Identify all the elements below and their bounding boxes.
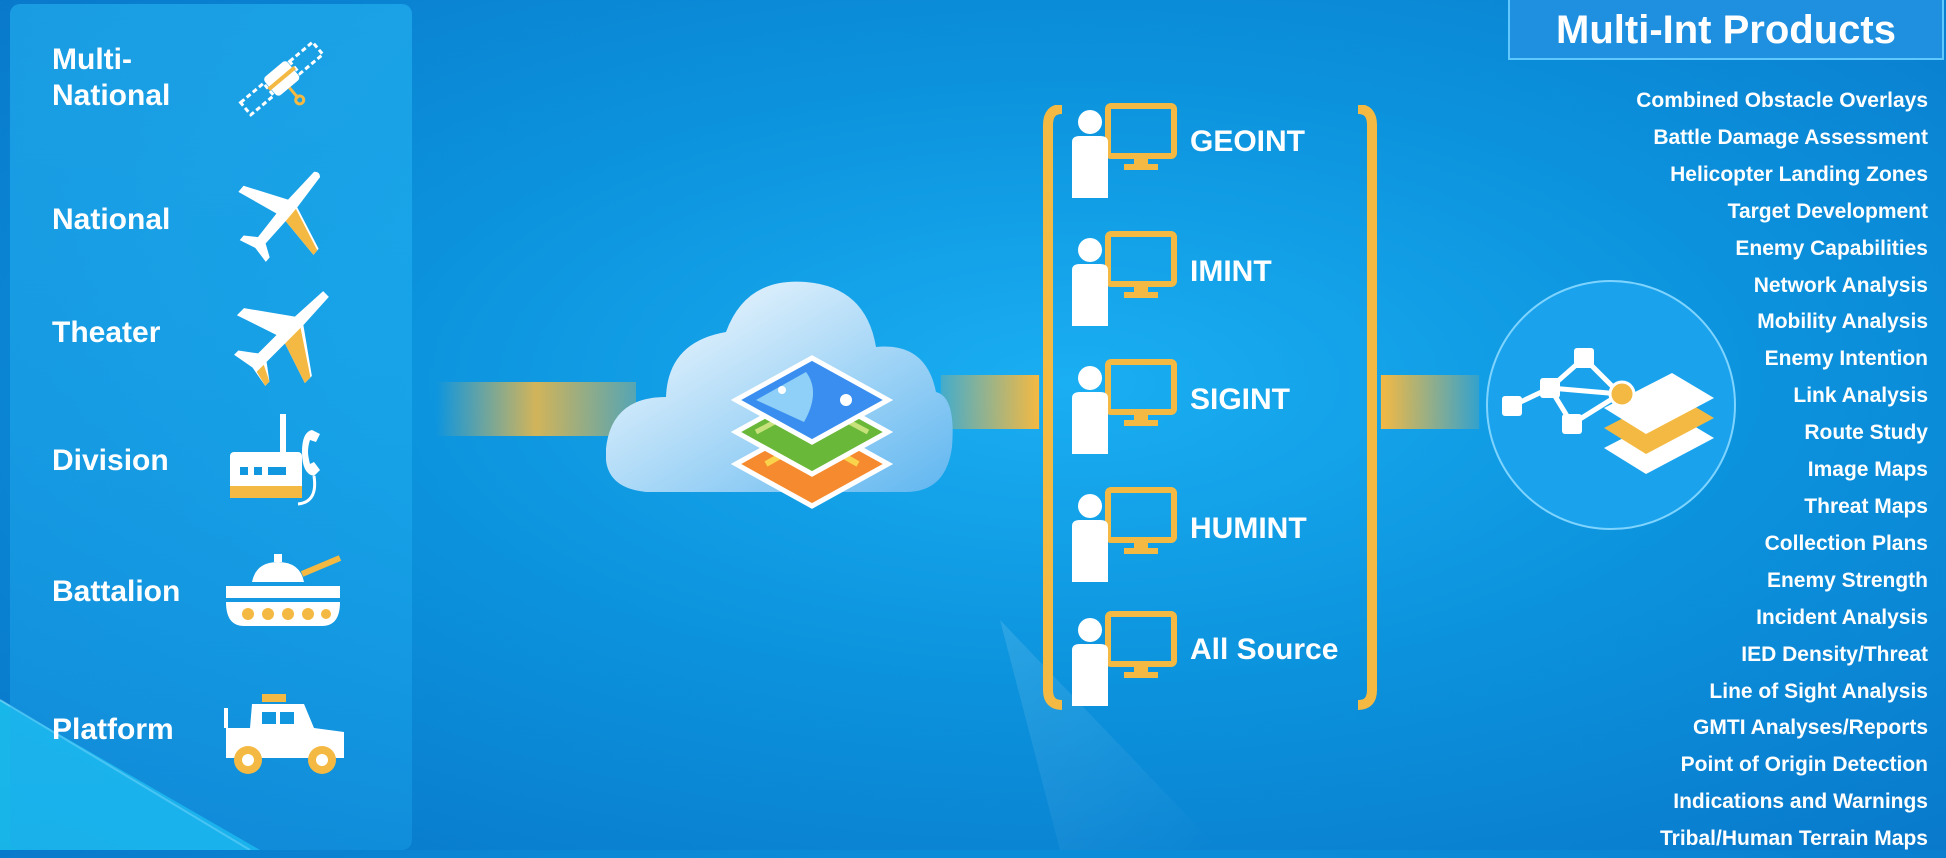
tier-label-multinational-line2: National	[52, 79, 171, 112]
aircraft-icon	[238, 171, 321, 262]
product-item: Threat Maps	[1804, 494, 1928, 518]
tier-label-theater: Theater	[52, 316, 161, 349]
humvee-icon	[224, 694, 344, 774]
tier-label-national: National	[52, 203, 171, 236]
product-item: Route Study	[1804, 421, 1928, 445]
network-layers-icon	[1486, 280, 1736, 530]
product-item: Tribal/Human Terrain Maps	[1659, 827, 1928, 851]
product-item: Mobility Analysis	[1757, 310, 1928, 334]
tier-label-battalion: Battalion	[52, 575, 181, 608]
product-item: Network Analysis	[1753, 273, 1928, 297]
satellite-icon	[238, 40, 325, 117]
product-item: Line of Sight Analysis	[1709, 679, 1928, 703]
discipline-label-all-source: All Source	[1190, 633, 1339, 666]
product-item: Enemy Capabilities	[1735, 236, 1928, 260]
discipline-label-imint: IMINT	[1190, 255, 1272, 288]
product-item: Point of Origin Detection	[1680, 753, 1928, 777]
product-item: Enemy Intention	[1764, 347, 1928, 371]
product-item: Link Analysis	[1793, 384, 1928, 408]
product-item: Incident Analysis	[1756, 605, 1928, 629]
product-item: Battle Damage Assessment	[1653, 125, 1928, 149]
discipline-label-sigint: SIGINT	[1190, 383, 1291, 416]
product-item: Collection Plans	[1764, 531, 1928, 555]
disciplines-bracket	[1043, 105, 1377, 710]
pipe-cloud-to-disciplines	[940, 375, 1040, 429]
discipline-label-humint: HUMINT	[1190, 512, 1307, 545]
cloud-map-layers-icon	[606, 281, 953, 509]
product-item: Indications and Warnings	[1673, 790, 1928, 814]
source-tiers-panel	[10, 4, 412, 850]
analyst-workstation-icon-imint	[1072, 231, 1177, 326]
discipline-label-geoint: GEOINT	[1190, 125, 1306, 158]
tank-icon	[226, 554, 342, 626]
pipe-sources-to-cloud	[436, 382, 636, 436]
tier-label-division: Division	[52, 444, 169, 477]
pipe-disciplines-to-products	[1380, 375, 1480, 429]
product-item: Image Maps	[1807, 458, 1928, 482]
product-item: Target Development	[1727, 199, 1928, 223]
product-item: Helicopter Landing Zones	[1670, 162, 1928, 186]
radio-phone-icon	[230, 414, 320, 506]
tier-label-multinational-line1: Multi-	[52, 43, 132, 76]
product-item: IED Density/Threat	[1741, 642, 1928, 666]
analyst-workstation-icon-humint	[1072, 487, 1177, 582]
product-item: GMTI Analyses/Reports	[1693, 716, 1928, 740]
tier-label-multinational: Multi- National	[52, 42, 202, 114]
product-item: Enemy Strength	[1766, 568, 1928, 592]
product-item: Combined Obstacle Overlays	[1636, 89, 1928, 112]
analyst-workstation-icon-all-source	[1072, 611, 1177, 706]
analyst-workstation-icon-sigint	[1072, 359, 1177, 454]
analyst-workstation-icon-geoint	[1072, 103, 1177, 198]
tier-label-platform: Platform	[52, 713, 174, 746]
fighter-jet-icon	[234, 291, 329, 386]
products-title: Multi-Int Products	[1508, 0, 1944, 60]
